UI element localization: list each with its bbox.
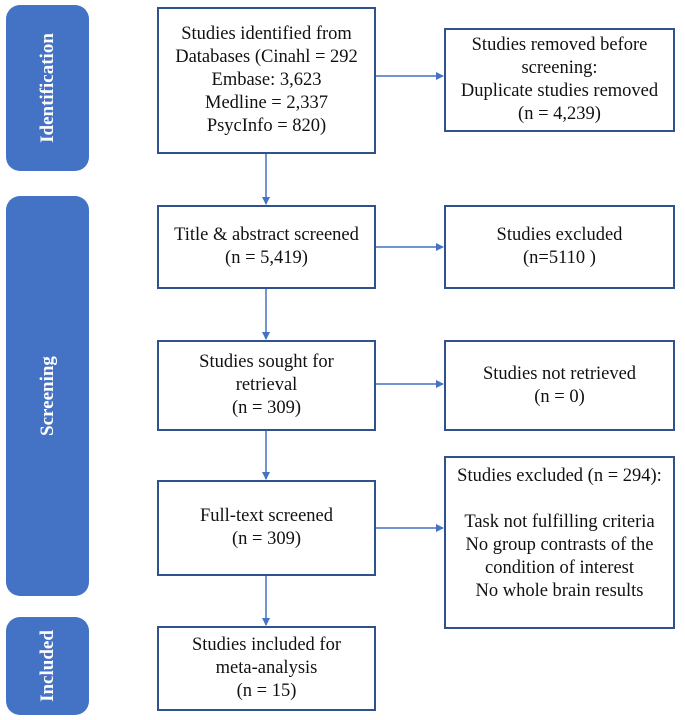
box-line: Studies excluded (496, 225, 623, 245)
exclusion-reason: Task not fulfilling criteria (464, 512, 655, 532)
phase-identification-label: Identification (36, 33, 58, 143)
box-studies-excluded-ft: Studies excluded (n = 294): Task not ful… (444, 456, 675, 629)
box-line: Duplicate studies removed (460, 81, 659, 101)
exclusion-reason: No whole brain results (475, 581, 644, 601)
box-line: Studies not retrieved (482, 363, 637, 384)
box-line: (n = 0) (534, 386, 585, 407)
box-studies-not-retrieved: Studies not retrieved (n = 0) (444, 340, 675, 431)
box-studies-removed: Studies removed before screening: Duplic… (444, 28, 675, 132)
box-studies-sought: Studies sought for retrieval (n = 309) (157, 340, 376, 431)
box-title-abstract-screened: Title & abstract screened (n = 5,419) (157, 205, 376, 289)
box-line: (n = 309) (231, 398, 301, 418)
phase-included-label: Included (36, 630, 58, 702)
box-line: Studies removed before (471, 35, 648, 55)
box-line: (n = 4,239) (518, 104, 601, 124)
phase-identification: Identification (6, 5, 89, 171)
phase-screening-label: Screening (36, 356, 58, 436)
box-line: Title & abstract screened (174, 225, 359, 245)
box-line: Studies sought for (199, 352, 334, 372)
box-line: screening: (521, 58, 598, 78)
phase-screening: Screening (6, 196, 89, 596)
exclusion-reason: condition of interest (485, 558, 634, 578)
box-line: retrieval (235, 375, 298, 395)
box-heading: Studies excluded (n = 294): (457, 466, 662, 486)
box-studies-included: Studies included for meta-analysis (n = … (157, 626, 376, 711)
box-line: (n = 5,419) (225, 248, 308, 268)
box-line: Full-text screened (199, 506, 334, 526)
box-line: (n = 15) (236, 681, 297, 701)
box-studies-identified: Studies identified from Databases (Cinah… (157, 7, 376, 154)
box-line: Medline = 2,337 (205, 93, 328, 113)
box-studies-excluded-ta: Studies excluded (n=5110 ) (444, 205, 675, 289)
box-line: (n=5110 ) (523, 248, 596, 268)
box-line: Studies identified from (181, 24, 352, 44)
box-line: Databases (Cinahl = 292 (175, 47, 358, 67)
box-line: PsycInfo = 820) (206, 116, 327, 136)
box-full-text-screened: Full-text screened (n = 309) (157, 480, 376, 576)
box-line: (n = 309) (231, 529, 301, 549)
phase-included: Included (6, 617, 89, 715)
box-line: Studies included for (191, 635, 341, 655)
box-line: meta-analysis (215, 658, 318, 678)
box-line: Embase: 3,623 (211, 70, 322, 90)
exclusion-reason: No group contrasts of the (465, 535, 654, 555)
